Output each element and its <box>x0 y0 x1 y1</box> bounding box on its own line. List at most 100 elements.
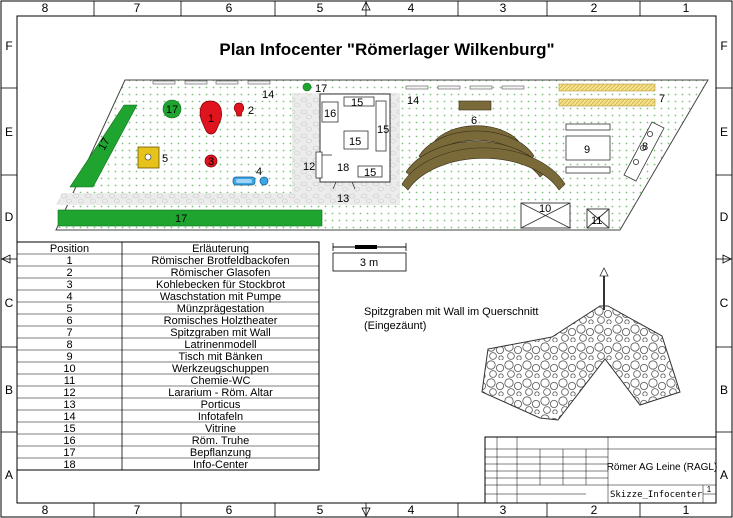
porticus <box>332 181 356 190</box>
label-pos-18: 18 <box>337 162 349 174</box>
label-pos-15-right: 15 <box>377 124 389 136</box>
legend-description-cell: Infotafeln <box>198 411 243 423</box>
legend-description-cell: Tisch mit Bänken <box>179 351 263 363</box>
legend-position-cell: 16 <box>63 435 75 447</box>
label-pos-17-bottom: 17 <box>175 213 187 225</box>
col-label-7: 7 <box>134 1 141 15</box>
tool-shed <box>520 202 571 229</box>
legend-description-cell: Waschstation mit Pumpe <box>160 291 281 303</box>
row-label-E-right: E <box>720 125 728 139</box>
col-label-5-bottom: 5 <box>317 503 324 517</box>
legend-position-cell: 4 <box>66 291 72 303</box>
legend-position-cell: 13 <box>63 399 75 411</box>
ditch-with-wall <box>558 83 656 107</box>
label-pos-14-left: 14 <box>262 89 274 101</box>
frame-grid-labels: 8 7 6 5 4 3 2 1 8 7 6 5 4 3 2 1 F E D C … <box>5 1 729 517</box>
legend-position-cell: 12 <box>63 387 75 399</box>
legend-description-cell: Porticus <box>201 399 241 411</box>
vitrine-right <box>375 100 387 152</box>
row-label-B: B <box>5 383 13 397</box>
legend-description-cell: Chemie-WC <box>191 375 251 387</box>
wall-profile <box>481 305 681 421</box>
info-boards-top-left <box>152 80 271 85</box>
legend-position-cell: 17 <box>63 447 75 459</box>
legend-description-cell: Kohlebecken für Stockbrot <box>156 279 285 291</box>
roman-chest <box>321 101 339 123</box>
title-block-company: Römer AG Leine (RAGL) <box>607 462 718 473</box>
vitrine-center <box>343 130 369 150</box>
legend-position-cell: 18 <box>63 459 75 471</box>
legend-description-cell: Bepflanzung <box>190 447 251 459</box>
legend-position-cell: 8 <box>66 339 72 351</box>
col-label-3: 3 <box>500 1 507 15</box>
row-label-F: F <box>5 39 12 53</box>
legend-position-cell: 7 <box>66 327 72 339</box>
planting-strip-diagonal <box>69 104 138 188</box>
row-label-A: A <box>5 468 13 482</box>
legend-position-cell: 11 <box>64 375 75 387</box>
label-pos-8: 8 <box>642 141 648 153</box>
legend-description-cell: Romisches Holztheater <box>164 315 278 327</box>
scale-bar: 3 m <box>332 243 407 272</box>
row-label-D-right: D <box>720 210 729 224</box>
legend-position-cell: 15 <box>63 423 75 435</box>
col-label-8-bottom: 8 <box>42 503 49 517</box>
row-label-F-right: F <box>720 39 727 53</box>
vitrine-top <box>343 96 375 107</box>
label-pos-2: 2 <box>248 105 254 117</box>
legend-position-cell: 1 <box>66 255 72 267</box>
chemical-toilet <box>586 208 610 229</box>
label-pos-11: 11 <box>591 215 602 227</box>
col-label-3-bottom: 3 <box>500 503 507 517</box>
legend-position-cell: 2 <box>66 267 72 279</box>
glass-furnace <box>233 102 245 117</box>
col-label-6-bottom: 6 <box>226 503 233 517</box>
wash-pump <box>259 176 269 186</box>
label-pos-17-tree: 17 <box>166 104 178 116</box>
ditch-cross-section: Spitzgraben mit Wall im Querschnitt (Ein… <box>364 267 681 421</box>
col-label-1-bottom: 1 <box>683 503 690 517</box>
latrine-model <box>623 121 665 182</box>
info-center-building <box>315 93 391 190</box>
row-label-C-right: C <box>720 296 729 310</box>
legend-description-cell: Münzprägestation <box>177 303 264 315</box>
legend-description-cell: Römischer Glasofen <box>171 267 271 279</box>
col-label-4: 4 <box>408 1 415 15</box>
col-label-4-bottom: 4 <box>408 503 415 517</box>
legend-position-cell: 5 <box>66 303 72 315</box>
legend-position-cell: 14 <box>63 411 75 423</box>
legend-position-cell: 9 <box>66 351 72 363</box>
bread-oven <box>199 100 222 135</box>
col-label-5: 5 <box>317 1 324 15</box>
planting-strip-bottom <box>57 209 323 227</box>
vitrine-bottom <box>357 165 383 178</box>
legend-description-cell: Werkzeugschuppen <box>172 363 269 375</box>
label-pos-5: 5 <box>162 153 168 165</box>
title-block-sheet: 1 <box>707 485 712 494</box>
legend-position-cell: 10 <box>63 363 75 375</box>
theater-stage <box>458 100 492 111</box>
scale-bar-label: 3 m <box>360 257 378 269</box>
site-area <box>55 79 709 231</box>
legend-description-cell: Lararium - Röm. Altar <box>168 387 273 399</box>
legend-description-cell: Info-Center <box>193 459 248 471</box>
label-pos-7: 7 <box>659 93 665 105</box>
label-pos-10: 10 <box>539 203 551 215</box>
label-pos-9: 9 <box>584 144 590 156</box>
col-label-7-bottom: 7 <box>134 503 141 517</box>
legend-header-description: Erläuterung <box>192 243 249 255</box>
row-label-E: E <box>5 125 13 139</box>
title-block: Römer AG Leine (RAGL) Skizze_Infocenter … <box>484 436 718 504</box>
lararium-altar <box>315 151 323 179</box>
planting-shrub <box>302 82 312 92</box>
label-pos-15-top: 15 <box>351 97 363 109</box>
label-pos-12: 12 <box>303 161 315 173</box>
legend-position-cell: 6 <box>66 315 72 327</box>
label-pos-6: 6 <box>471 115 477 127</box>
row-label-A-right: A <box>720 468 728 482</box>
cross-section-caption-1: Spitzgraben mit Wall im Querschnitt <box>364 306 538 318</box>
label-pos-15-bottom: 15 <box>364 167 376 179</box>
legend-description-cell: Spitzgraben mit Wall <box>170 327 270 339</box>
